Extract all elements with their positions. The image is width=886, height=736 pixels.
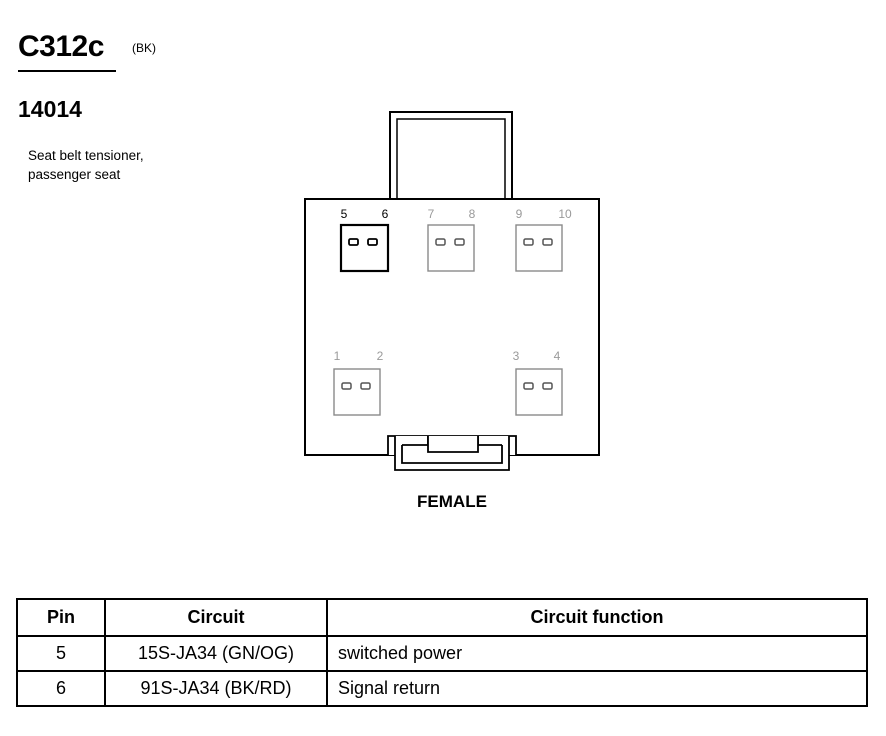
connector-latch	[387, 435, 517, 471]
pin-label-6: 6	[382, 207, 389, 221]
cell-circuit: 91S-JA34 (BK/RD)	[104, 670, 328, 707]
cell-circuit: 15S-JA34 (GN/OG)	[104, 635, 328, 672]
cell-pin: 5	[16, 635, 106, 672]
pin-label-1: 1	[334, 349, 341, 363]
title-underline	[18, 70, 116, 72]
cell-pin: 6	[16, 670, 106, 707]
description-line-2: passenger seat	[28, 167, 121, 182]
connector-top-tab	[389, 111, 513, 199]
pin-label-5: 5	[341, 207, 348, 221]
connector-face-diagram: 5 6 7 8 9 10 1 2 3 4	[304, 111, 600, 471]
header-circuit-function: Circuit function	[326, 598, 868, 637]
cavity-1-2: 1 2	[333, 349, 384, 416]
header-circuit: Circuit	[104, 598, 328, 637]
pin-label-2: 2	[377, 349, 384, 363]
pin-label-7: 7	[428, 207, 435, 221]
cavity-5-6: 5 6	[339, 207, 390, 273]
pin-label-8: 8	[469, 207, 476, 221]
pin-label-4: 4	[554, 349, 561, 363]
cell-circuit-function: Signal return	[326, 670, 868, 707]
pin-label-10: 10	[558, 207, 572, 221]
connector-title: C312c	[18, 30, 104, 63]
cell-circuit-function: switched power	[326, 635, 868, 672]
cavity-3-4: 3 4	[513, 349, 563, 416]
component-description: Seat belt tensioner, passenger seat	[28, 146, 228, 184]
view-label-female: FEMALE	[417, 492, 487, 511]
cavity-7-8: 7 8	[427, 207, 476, 272]
table-header-row: Pin Circuit Circuit function	[16, 598, 868, 637]
cavity-9-10: 9 10	[515, 207, 572, 272]
pin-table: Pin Circuit Circuit function 5 15S-JA34 …	[16, 598, 868, 707]
connector-color-code: (BK)	[132, 41, 156, 55]
pin-label-3: 3	[513, 349, 520, 363]
table-row: 5 15S-JA34 (GN/OG) switched power	[16, 635, 868, 672]
part-number: 14014	[18, 96, 82, 122]
table-row: 6 91S-JA34 (BK/RD) Signal return	[16, 670, 868, 707]
header-pin: Pin	[16, 598, 106, 637]
description-line-1: Seat belt tensioner,	[28, 148, 144, 163]
pin-label-9: 9	[516, 207, 523, 221]
